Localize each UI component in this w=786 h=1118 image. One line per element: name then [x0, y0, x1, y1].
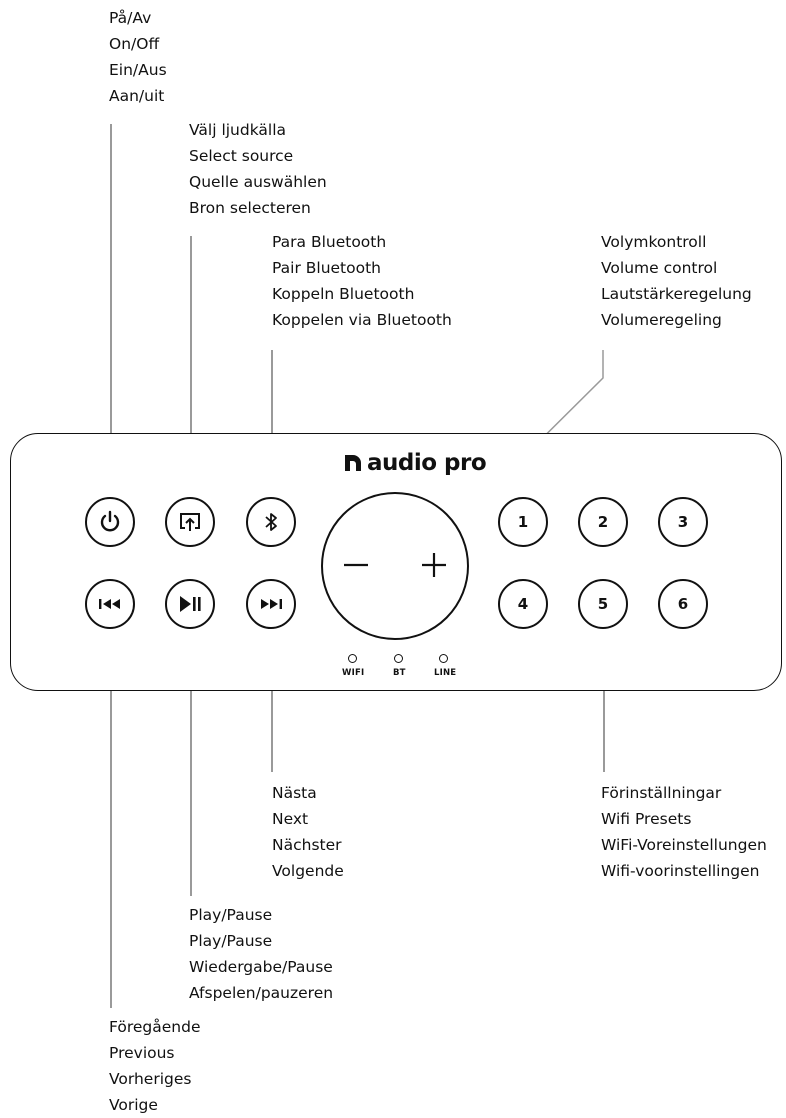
- label-power: På/Av On/Off Ein/Aus Aan/uit: [109, 5, 167, 109]
- led-label-line: LINE: [434, 668, 457, 678]
- play-pause-icon: [180, 596, 201, 612]
- next-button[interactable]: [246, 579, 296, 629]
- brand-name: audio pro: [367, 450, 487, 476]
- play-pause-button[interactable]: [165, 579, 215, 629]
- leader-line-presets: [603, 630, 605, 772]
- source-select-button[interactable]: [165, 497, 215, 547]
- preset-label: 1: [517, 513, 529, 531]
- led-wifi: [348, 654, 357, 663]
- led-label-bt: BT: [393, 668, 406, 678]
- volume-knob[interactable]: [321, 492, 469, 640]
- label-power-nl: Aan/uit: [109, 87, 165, 105]
- label-presets-sv: Förinställningar: [601, 784, 722, 802]
- preset-button-2[interactable]: 2: [578, 497, 628, 547]
- previous-button[interactable]: [85, 579, 135, 629]
- label-volume: Volymkontroll Volume control Lautstärker…: [601, 229, 752, 333]
- preset-button-6[interactable]: 6: [658, 579, 708, 629]
- label-power-en: On/Off: [109, 35, 160, 53]
- audio-pro-logo-icon: [345, 455, 361, 471]
- preset-button-5[interactable]: 5: [578, 579, 628, 629]
- label-bluetooth-de: Koppeln Bluetooth: [272, 285, 415, 303]
- label-volume-en: Volume control: [601, 259, 718, 277]
- preset-label: 4: [517, 595, 529, 613]
- label-bluetooth-nl: Koppelen via Bluetooth: [272, 311, 452, 329]
- label-play-pause-sv: Play/Pause: [189, 906, 273, 924]
- source-select-icon: [180, 513, 200, 531]
- preset-button-4[interactable]: 4: [498, 579, 548, 629]
- label-play-pause-nl: Afspelen/pauzeren: [189, 984, 334, 1002]
- next-track-icon: [261, 599, 282, 609]
- label-next-nl: Volgende: [272, 862, 344, 880]
- label-volume-sv: Volymkontroll: [601, 233, 707, 251]
- label-presets: Förinställningar Wifi Presets WiFi-Vorei…: [601, 780, 767, 884]
- label-power-de: Ein/Aus: [109, 61, 167, 79]
- label-previous-sv: Föregående: [109, 1018, 201, 1036]
- label-source-en: Select source: [189, 147, 294, 165]
- leader-line-bluetooth: [271, 350, 273, 468]
- label-next-sv: Nästa: [272, 784, 317, 802]
- preset-label: 2: [597, 513, 609, 531]
- bluetooth-button[interactable]: [246, 497, 296, 547]
- led-label-wifi: WIFI: [342, 668, 365, 678]
- label-bluetooth-en: Pair Bluetooth: [272, 259, 381, 277]
- label-previous: Föregående Previous Vorheriges Vorige: [109, 1014, 201, 1118]
- label-next-en: Next: [272, 810, 309, 828]
- minus-icon[interactable]: [341, 550, 371, 580]
- brand-logo: audio pro: [344, 446, 487, 480]
- label-play-pause-en: Play/Pause: [189, 932, 273, 950]
- label-play-pause: Play/Pause Play/Pause Wiedergabe/Pause A…: [189, 902, 333, 1006]
- leader-line-previous: [110, 630, 112, 1008]
- label-volume-nl: Volumeregeling: [601, 311, 722, 329]
- leader-line-next: [271, 630, 273, 772]
- leader-line-power: [110, 124, 112, 468]
- label-source-sv: Välj ljudkälla: [189, 121, 287, 139]
- label-play-pause-de: Wiedergabe/Pause: [189, 958, 333, 976]
- led-line: [439, 654, 448, 663]
- label-bluetooth: Para Bluetooth Pair Bluetooth Koppeln Bl…: [272, 229, 452, 333]
- label-previous-en: Previous: [109, 1044, 175, 1062]
- led-bt: [394, 654, 403, 663]
- label-previous-de: Vorheriges: [109, 1070, 192, 1088]
- plus-icon[interactable]: [419, 550, 449, 580]
- preset-button-1[interactable]: 1: [498, 497, 548, 547]
- label-bluetooth-sv: Para Bluetooth: [272, 233, 387, 251]
- power-icon: [100, 510, 120, 532]
- bluetooth-icon: [265, 513, 277, 531]
- label-power-sv: På/Av: [109, 9, 152, 27]
- label-previous-nl: Vorige: [109, 1096, 158, 1114]
- label-source: Välj ljudkälla Select source Quelle ausw…: [189, 117, 327, 221]
- previous-track-icon: [99, 599, 120, 609]
- preset-label: 6: [677, 595, 689, 613]
- leader-line-source: [190, 236, 192, 468]
- label-presets-de: WiFi-Voreinstellungen: [601, 836, 767, 854]
- label-presets-en: Wifi Presets: [601, 810, 692, 828]
- label-source-de: Quelle auswählen: [189, 173, 327, 191]
- label-volume-de: Lautstärkeregelung: [601, 285, 752, 303]
- power-button[interactable]: [85, 497, 135, 547]
- preset-label: 3: [677, 513, 689, 531]
- label-next-de: Nächster: [272, 836, 342, 854]
- leader-line-play-pause: [190, 630, 192, 896]
- label-source-nl: Bron selecteren: [189, 199, 311, 217]
- preset-button-3[interactable]: 3: [658, 497, 708, 547]
- preset-label: 5: [597, 595, 609, 613]
- label-next: Nästa Next Nächster Volgende: [272, 780, 344, 884]
- label-presets-nl: Wifi-voorinstellingen: [601, 862, 760, 880]
